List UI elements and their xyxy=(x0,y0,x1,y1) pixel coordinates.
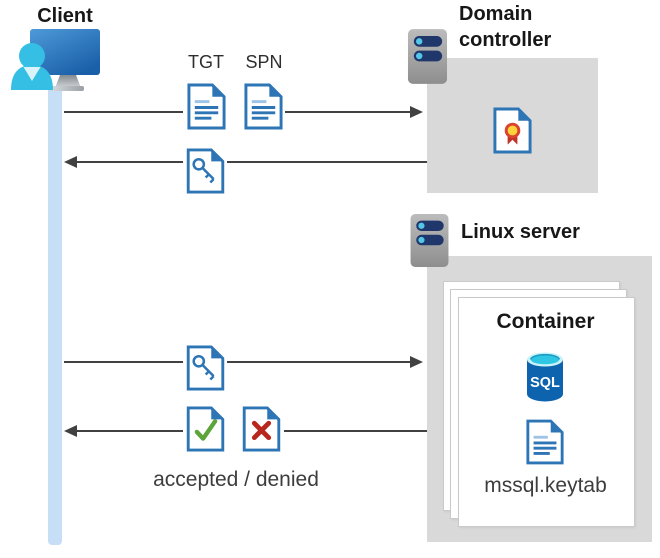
ticket-return-line xyxy=(227,161,427,163)
monitor-base xyxy=(50,86,84,91)
domain-controller-title: Domain controller xyxy=(459,3,552,51)
container-title: Container xyxy=(496,310,595,333)
arrowhead-right-icon xyxy=(410,356,423,368)
sql-database-label: SQL xyxy=(530,375,560,391)
linux-server-title: Linux server xyxy=(461,221,580,243)
accepted-denied-label: accepted / denied xyxy=(153,468,319,491)
accepted-document-icon xyxy=(186,406,225,452)
result-return-line xyxy=(284,430,427,432)
denied-document-icon xyxy=(242,406,281,452)
spn-document-icon xyxy=(244,83,283,130)
client-title: Client xyxy=(37,5,93,27)
person-icon xyxy=(11,43,53,90)
request-arrow-line xyxy=(64,111,183,113)
domain-controller-server-icon xyxy=(407,29,448,84)
linux-server-icon xyxy=(410,213,449,268)
arrowhead-left-icon xyxy=(64,425,77,437)
request-arrow-line xyxy=(285,111,410,113)
spn-label: SPN xyxy=(245,52,283,72)
ticket-forward-line xyxy=(64,361,183,363)
certificate-icon xyxy=(493,107,532,154)
client-workstation-icon xyxy=(11,29,100,91)
keytab-document-icon xyxy=(526,419,564,465)
tgt-document-icon xyxy=(187,83,226,130)
monitor-stand xyxy=(55,75,81,88)
monitor-screen xyxy=(30,29,100,75)
arrowhead-left-icon xyxy=(64,156,77,168)
service-ticket-key-document-icon xyxy=(186,148,225,194)
container-card xyxy=(458,297,635,527)
keytab-label: mssql.keytab xyxy=(484,474,607,497)
sql-database-icon: SQL xyxy=(527,352,563,402)
service-ticket-key-document-icon xyxy=(186,345,225,391)
client-lifeline xyxy=(48,88,62,545)
result-return-line xyxy=(77,430,183,432)
tgt-label: TGT xyxy=(188,52,224,72)
ticket-return-line xyxy=(77,161,183,163)
arrowhead-right-icon xyxy=(410,106,423,118)
ticket-forward-line xyxy=(227,361,410,363)
